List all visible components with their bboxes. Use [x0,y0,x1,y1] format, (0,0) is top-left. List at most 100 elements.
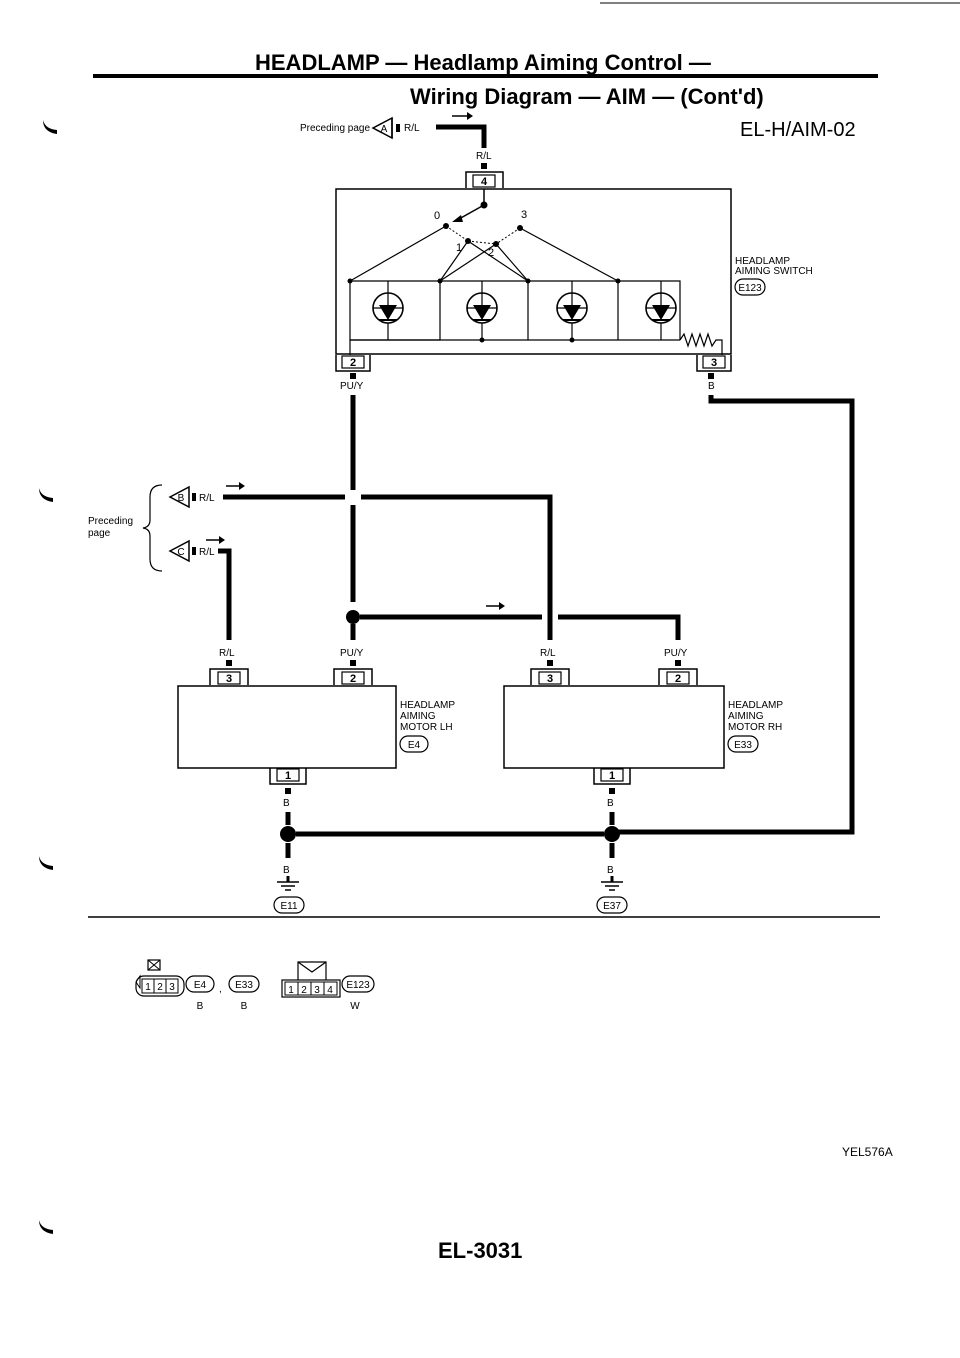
led-icon [645,292,677,324]
switch-box [335,188,732,355]
pin-switch-2: 2 [350,357,356,369]
preceding-page-label-left-2: page [88,528,111,539]
corner-mark-icon [43,120,57,134]
pin-box-rh-3 [530,668,570,685]
wire-color-rl-top: R/L [404,123,420,134]
pin-box-switch-2 [335,355,371,372]
svg-text:B: B [178,493,185,504]
ground-icon [275,874,301,892]
pin-rh-1: 1 [609,770,615,782]
pin-switch-4: 4 [481,176,488,188]
svg-text:4: 4 [327,985,333,996]
pin-box-lh-1 [269,768,307,785]
wire-color-rl-c: R/L [199,547,215,558]
svg-text:3: 3 [169,982,175,993]
pin-box-lh-2 [333,668,373,685]
ground-badge-e37: E37 [596,896,628,914]
led-icon [556,292,588,324]
svg-text:E123: E123 [346,980,370,991]
wire-color-puy-rh: PU/Y [664,648,688,659]
connector-badge-e4: E4 [399,735,429,753]
pin-lh-2: 2 [350,673,356,685]
preceding-page-label-top: Preceding page [300,123,370,134]
led-icon [372,292,404,324]
switch-pos-0: 0 [434,210,440,222]
svg-text:E33: E33 [734,740,752,751]
svg-text:E4: E4 [194,980,207,991]
switch-name-line1: HEADLAMP [735,256,790,267]
wire-color-rl-rh: R/L [540,648,556,659]
connector-view-3pin: 1 2 3 [135,959,185,997]
motor-lh-name-line2: AIMING [400,711,436,722]
page-title-line1: HEADLAMP — Headlamp Aiming Control — [255,50,711,75]
connector-color-e123: W [350,1001,360,1012]
svg-text:E37: E37 [603,901,621,912]
motor-lh-box [177,685,397,769]
pin-box-rh-1 [593,768,631,785]
svg-text:E33: E33 [235,980,253,991]
ground-badge-e11: E11 [273,896,305,914]
switch-pos-3: 3 [521,209,527,221]
pin-switch-3: 3 [711,357,717,369]
junction-dot [604,826,620,842]
wire-color-b-gnd-right: B [607,865,614,876]
switch-pos-1: 1 [456,242,462,254]
ref-brace [142,484,163,572]
connector-view-4pin: 1 2 3 4 [281,961,341,998]
preceding-page-label-left-1: Preceding [88,516,133,527]
ref-b-marker: B [168,485,190,509]
connector-separator: , [219,984,222,995]
wire-color-b-lh: B [283,798,290,809]
motor-rh-box [503,685,725,769]
pin-box-switch-4 [465,171,504,188]
page-title-line2: Wiring Diagram — AIM — (Cont'd) [410,84,764,109]
svg-text:C: C [177,547,184,558]
ref-a-marker: A [371,116,393,140]
junction-dot [346,610,360,624]
wire-color-puy-switch: PU/Y [340,381,364,392]
motor-rh-name-line3: MOTOR RH [728,722,782,733]
pin-box-switch-3 [696,355,732,372]
pin-mark [481,163,487,169]
connector-badge-e123: E123 [734,278,766,296]
connector-badge-e33: E33 [727,735,759,753]
connector-color-e33: B [241,1001,248,1012]
wire-puy-rh [360,614,681,640]
wire-b-right [612,395,855,835]
svg-text:E11: E11 [280,901,297,912]
arrow-icon [226,482,245,490]
arrow-icon [206,536,225,544]
page-number: EL-3031 [438,1238,522,1263]
switch-pos-2: 2 [488,247,494,259]
switch-name-line2: AIMING SWITCH [735,266,813,277]
motor-rh-name-line1: HEADLAMP [728,700,783,711]
ground-icon [599,874,625,892]
corner-mark-icon [39,856,53,870]
svg-text:3: 3 [314,985,320,996]
pin-lh-3: 3 [226,673,232,685]
wire-rl-c [218,548,232,640]
motor-lh-name-line3: MOTOR LH [400,722,453,733]
connector-code-e123: E123 [341,975,375,993]
wire-color-rl-switch: R/L [476,151,492,162]
wire-color-b-gnd-left: B [283,865,290,876]
connector-code-e4: E4 [185,975,215,993]
wire-end-mark [396,124,400,132]
wire-rl-top [436,124,487,148]
wire-color-b-switch: B [708,381,715,392]
arrow-icon [486,602,505,610]
wire-color-puy-lh: PU/Y [340,648,364,659]
wire-color-rl-b: R/L [199,493,215,504]
resistor-icon [679,332,723,355]
corner-mark-icon [39,1220,53,1234]
pin-lh-1: 1 [285,770,291,782]
svg-text:E4: E4 [408,740,421,751]
connector-color-e4: B [197,1001,204,1012]
figure-id: YEL576A [842,1145,893,1159]
motor-rh-name-line2: AIMING [728,711,764,722]
motor-lh-name-line1: HEADLAMP [400,700,455,711]
ref-c-marker: C [168,539,190,563]
svg-text:E123: E123 [738,283,762,294]
wire-color-b-rh: B [607,798,614,809]
